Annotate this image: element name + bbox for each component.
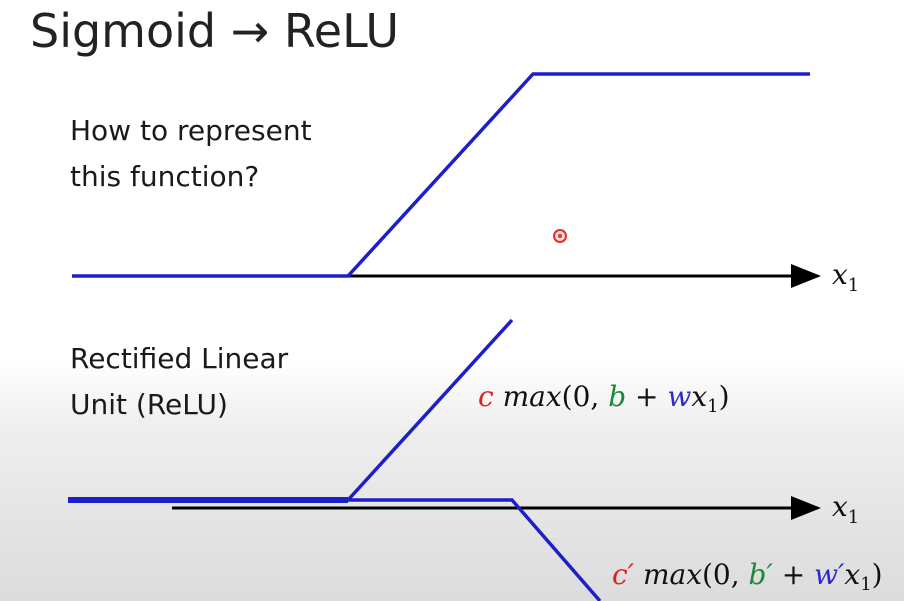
question-line-1: How to represent <box>70 114 312 147</box>
relu-formula-2: c′ max(0, b′ + w′x1) <box>612 558 883 595</box>
formula1-w: w <box>667 380 692 413</box>
question-text: How to represent this function? <box>70 108 312 200</box>
relu-second-curve <box>348 498 602 601</box>
relu-label: Rectified Linear Unit (ReLU) <box>70 336 288 428</box>
relu-line-1: Rectified Linear <box>70 342 289 375</box>
formula2-w: w′ <box>814 558 845 591</box>
top-target-function-curve <box>72 72 810 278</box>
relu-line-2: Unit (ReLU) <box>70 388 228 421</box>
bottom-axis-label: x1 <box>832 490 860 528</box>
relu-rising-segment <box>346 318 514 502</box>
formula1-c: c <box>478 380 494 413</box>
question-line-2: this function? <box>70 160 260 193</box>
formula2-max: max <box>642 558 702 591</box>
formula1-b: b <box>608 380 627 413</box>
formula2-b: b′ <box>748 558 773 591</box>
slide-title: Sigmoid → ReLU <box>30 4 400 58</box>
formula2-c: c′ <box>612 558 635 591</box>
top-axis-label: x1 <box>832 258 860 296</box>
relu-formula-1: c max(0, b + wx1) <box>478 380 730 417</box>
formula1-max: max <box>502 380 562 413</box>
